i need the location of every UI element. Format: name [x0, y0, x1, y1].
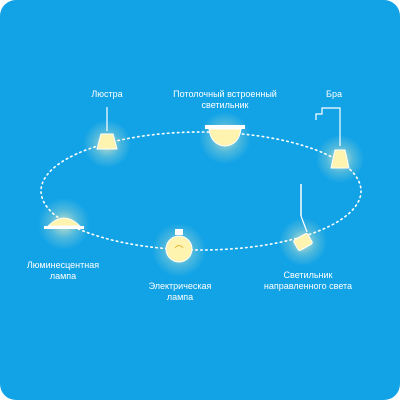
light-bulb-icon: [152, 223, 206, 277]
fluorescent-lamp-icon: [38, 198, 90, 250]
label-fluorescent-lamp: Люминесцентная лампа: [26, 260, 100, 281]
label-spotlight: Светильник направленного света: [263, 270, 353, 291]
label-chandelier: Люстра: [91, 89, 123, 99]
label-electric-bulb: Электрическая лампа: [148, 281, 212, 302]
label-recessed-ceiling-light: Потолочный встроенный светильник: [173, 89, 277, 110]
wall-sconce-icon: [315, 107, 364, 183]
spotlight-icon: [279, 184, 327, 266]
chandelier-icon: [83, 107, 131, 168]
recessed-ceiling-light-icon: [199, 112, 251, 164]
label-wall-sconce: Бра: [326, 89, 342, 99]
